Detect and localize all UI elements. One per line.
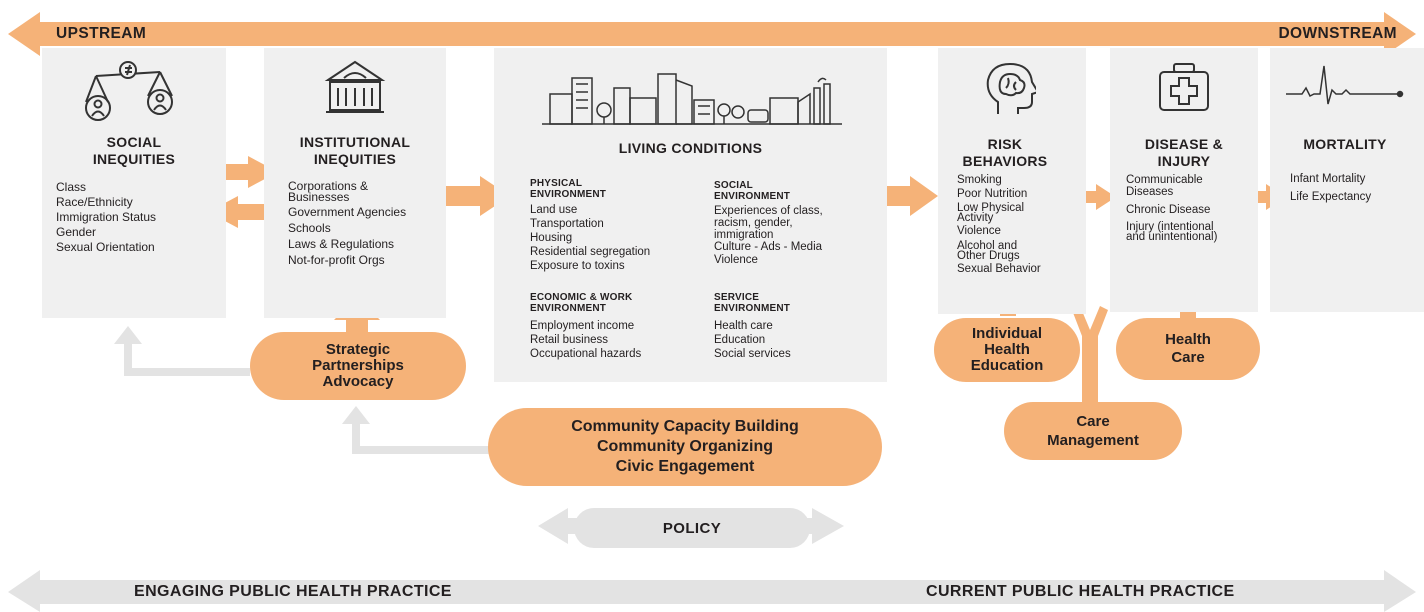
- living-conditions-title: LIVING CONDITIONS: [618, 140, 763, 156]
- list-item: Smoking: [957, 174, 1002, 186]
- list-item: Retail business: [530, 334, 608, 346]
- gray-connector-community-institutional: [352, 420, 492, 454]
- downstream-label: DOWNSTREAM: [1278, 25, 1397, 42]
- panel-living-conditions: LIVING CONDITIONS PHYSICAL ENVIRONMENT L…: [494, 48, 887, 382]
- list-item: Experiences of class, racism, gender, im…: [714, 205, 823, 241]
- list-item: Culture - Ads - Media: [714, 241, 823, 253]
- section-heading: PHYSICAL ENVIRONMENT: [530, 178, 607, 200]
- first-aid-kit-icon: [1159, 63, 1209, 111]
- community-capacity-pill: Community Capacity Building Community Or…: [488, 408, 882, 486]
- list-item: Employment income: [530, 320, 635, 332]
- upstream-label: UPSTREAM: [56, 25, 147, 42]
- upstream-downstream-arrow: [8, 12, 1416, 56]
- panel-disease-injury: DISEASE & INJURY Communicable Diseases C…: [1110, 48, 1258, 312]
- list-item: Communicable Diseases: [1126, 174, 1203, 198]
- heartbeat-line-icon: [1286, 65, 1404, 105]
- list-item: Life Expectancy: [1290, 191, 1372, 203]
- mortality-list: Infant Mortality Life Expectancy: [1290, 170, 1371, 206]
- arrow-living-to-risk: [887, 176, 938, 216]
- strategic-partnerships-pill: Strategic Partnerships Advocacy: [250, 332, 466, 400]
- section-heading: ECONOMIC & WORK ENVIRONMENT: [530, 292, 633, 314]
- list-item: Not-for-profit Orgs: [288, 253, 385, 267]
- list-item: Poor Nutrition: [957, 187, 1028, 200]
- engaging-practice-label: ENGAGING PUBLIC HEALTH PRACTICE: [134, 583, 452, 600]
- disease-injury-title: DISEASE & INJURY: [1144, 136, 1224, 169]
- list-item: Injury (intentional and unintentional): [1126, 221, 1218, 243]
- section-heading: SOCIAL ENVIRONMENT: [714, 180, 791, 202]
- arrow-risk-to-disease: [1080, 184, 1116, 210]
- gray-connector-strategic-social: [124, 340, 250, 376]
- individual-health-education-pill: Individual Health Education: [934, 318, 1080, 382]
- list-item: Education: [714, 334, 766, 346]
- scales-inequality-icon: [85, 61, 173, 121]
- practice-spectrum-arrow: [8, 570, 1416, 612]
- list-item: Gender: [56, 225, 97, 239]
- list-item: Housing: [530, 232, 573, 244]
- list-item: Class: [56, 180, 87, 194]
- list-item: Health care: [714, 320, 773, 332]
- list-item: Laws & Regulations: [288, 237, 395, 251]
- list-item: Race/Ethnicity: [56, 195, 133, 209]
- list-item: Occupational hazards: [530, 348, 642, 360]
- social-inequities-list: Class Race/Ethnicity Immigration Status …: [56, 180, 156, 255]
- list-item: Low Physical Activity: [957, 202, 1025, 224]
- physical-environment-section: PHYSICAL ENVIRONMENT Land use Transporta…: [530, 178, 700, 273]
- health-care-pill: Health Care: [1116, 318, 1260, 380]
- list-item: Land use: [530, 204, 578, 216]
- list-item: Social services: [714, 348, 791, 360]
- current-practice-label: CURRENT PUBLIC HEALTH PRACTICE: [926, 583, 1235, 600]
- list-item: Corporations & Businesses: [288, 179, 369, 204]
- panel-mortality: MORTALITY Infant Mortality Life Expectan…: [1270, 48, 1424, 312]
- social-environment-section: SOCIAL ENVIRONMENT Experiences of class,…: [714, 180, 884, 267]
- list-item: Transportation: [530, 218, 604, 230]
- economic-work-environment-section: ECONOMIC & WORK ENVIRONMENT Employment i…: [530, 292, 700, 361]
- mortality-title: MORTALITY: [1303, 136, 1387, 152]
- list-item: Residential segregation: [530, 246, 651, 258]
- city-skyline-icon: [542, 73, 842, 125]
- policy-label: POLICY: [574, 508, 810, 548]
- list-item: Immigration Status: [56, 210, 157, 224]
- panel-social-inequities: SOCIAL INEQUITIES Class Race/Ethnicity I…: [42, 48, 226, 318]
- panel-risk-behaviors: RISK BEHAVIORS Smoking Poor Nutrition Lo…: [938, 48, 1086, 314]
- service-environment-section: SERVICE ENVIRONMENT Health care Educatio…: [714, 292, 884, 361]
- list-item: Government Agencies: [288, 205, 407, 219]
- disease-injury-list: Communicable Diseases Chronic Disease In…: [1126, 174, 1218, 243]
- list-item: Alcohol and Other Drugs: [957, 239, 1020, 262]
- arrow-social-to-institutional: [218, 156, 278, 188]
- list-item: Sexual Behavior: [957, 262, 1041, 275]
- list-item: Violence: [714, 254, 758, 266]
- section-heading: SERVICE ENVIRONMENT: [714, 292, 791, 314]
- list-item: Schools: [288, 221, 331, 235]
- social-inequities-title: SOCIAL INEQUITIES: [92, 134, 176, 167]
- care-management-pill: Care Management: [1004, 402, 1182, 460]
- list-item: Infant Mortality: [1290, 173, 1366, 185]
- risk-behaviors-title: RISK BEHAVIORS: [962, 136, 1048, 169]
- panel-institutional-inequities: INSTITUTIONAL INEQUITIES Corporations & …: [264, 48, 446, 318]
- risk-behaviors-list: Smoking Poor Nutrition Low Physical Acti…: [957, 174, 1041, 276]
- list-item: Exposure to toxins: [530, 260, 625, 272]
- list-item: Chronic Disease: [1126, 204, 1211, 216]
- institutional-inequities-title: INSTITUTIONAL INEQUITIES: [299, 134, 411, 167]
- care-management-fork: [1072, 306, 1108, 402]
- brain-head-icon: [986, 62, 1036, 114]
- institution-building-icon: [324, 60, 386, 113]
- list-item: Sexual Orientation: [56, 240, 155, 254]
- list-item: Violence: [957, 225, 1001, 237]
- institutional-inequities-list: Corporations & Businesses Government Age…: [288, 179, 407, 267]
